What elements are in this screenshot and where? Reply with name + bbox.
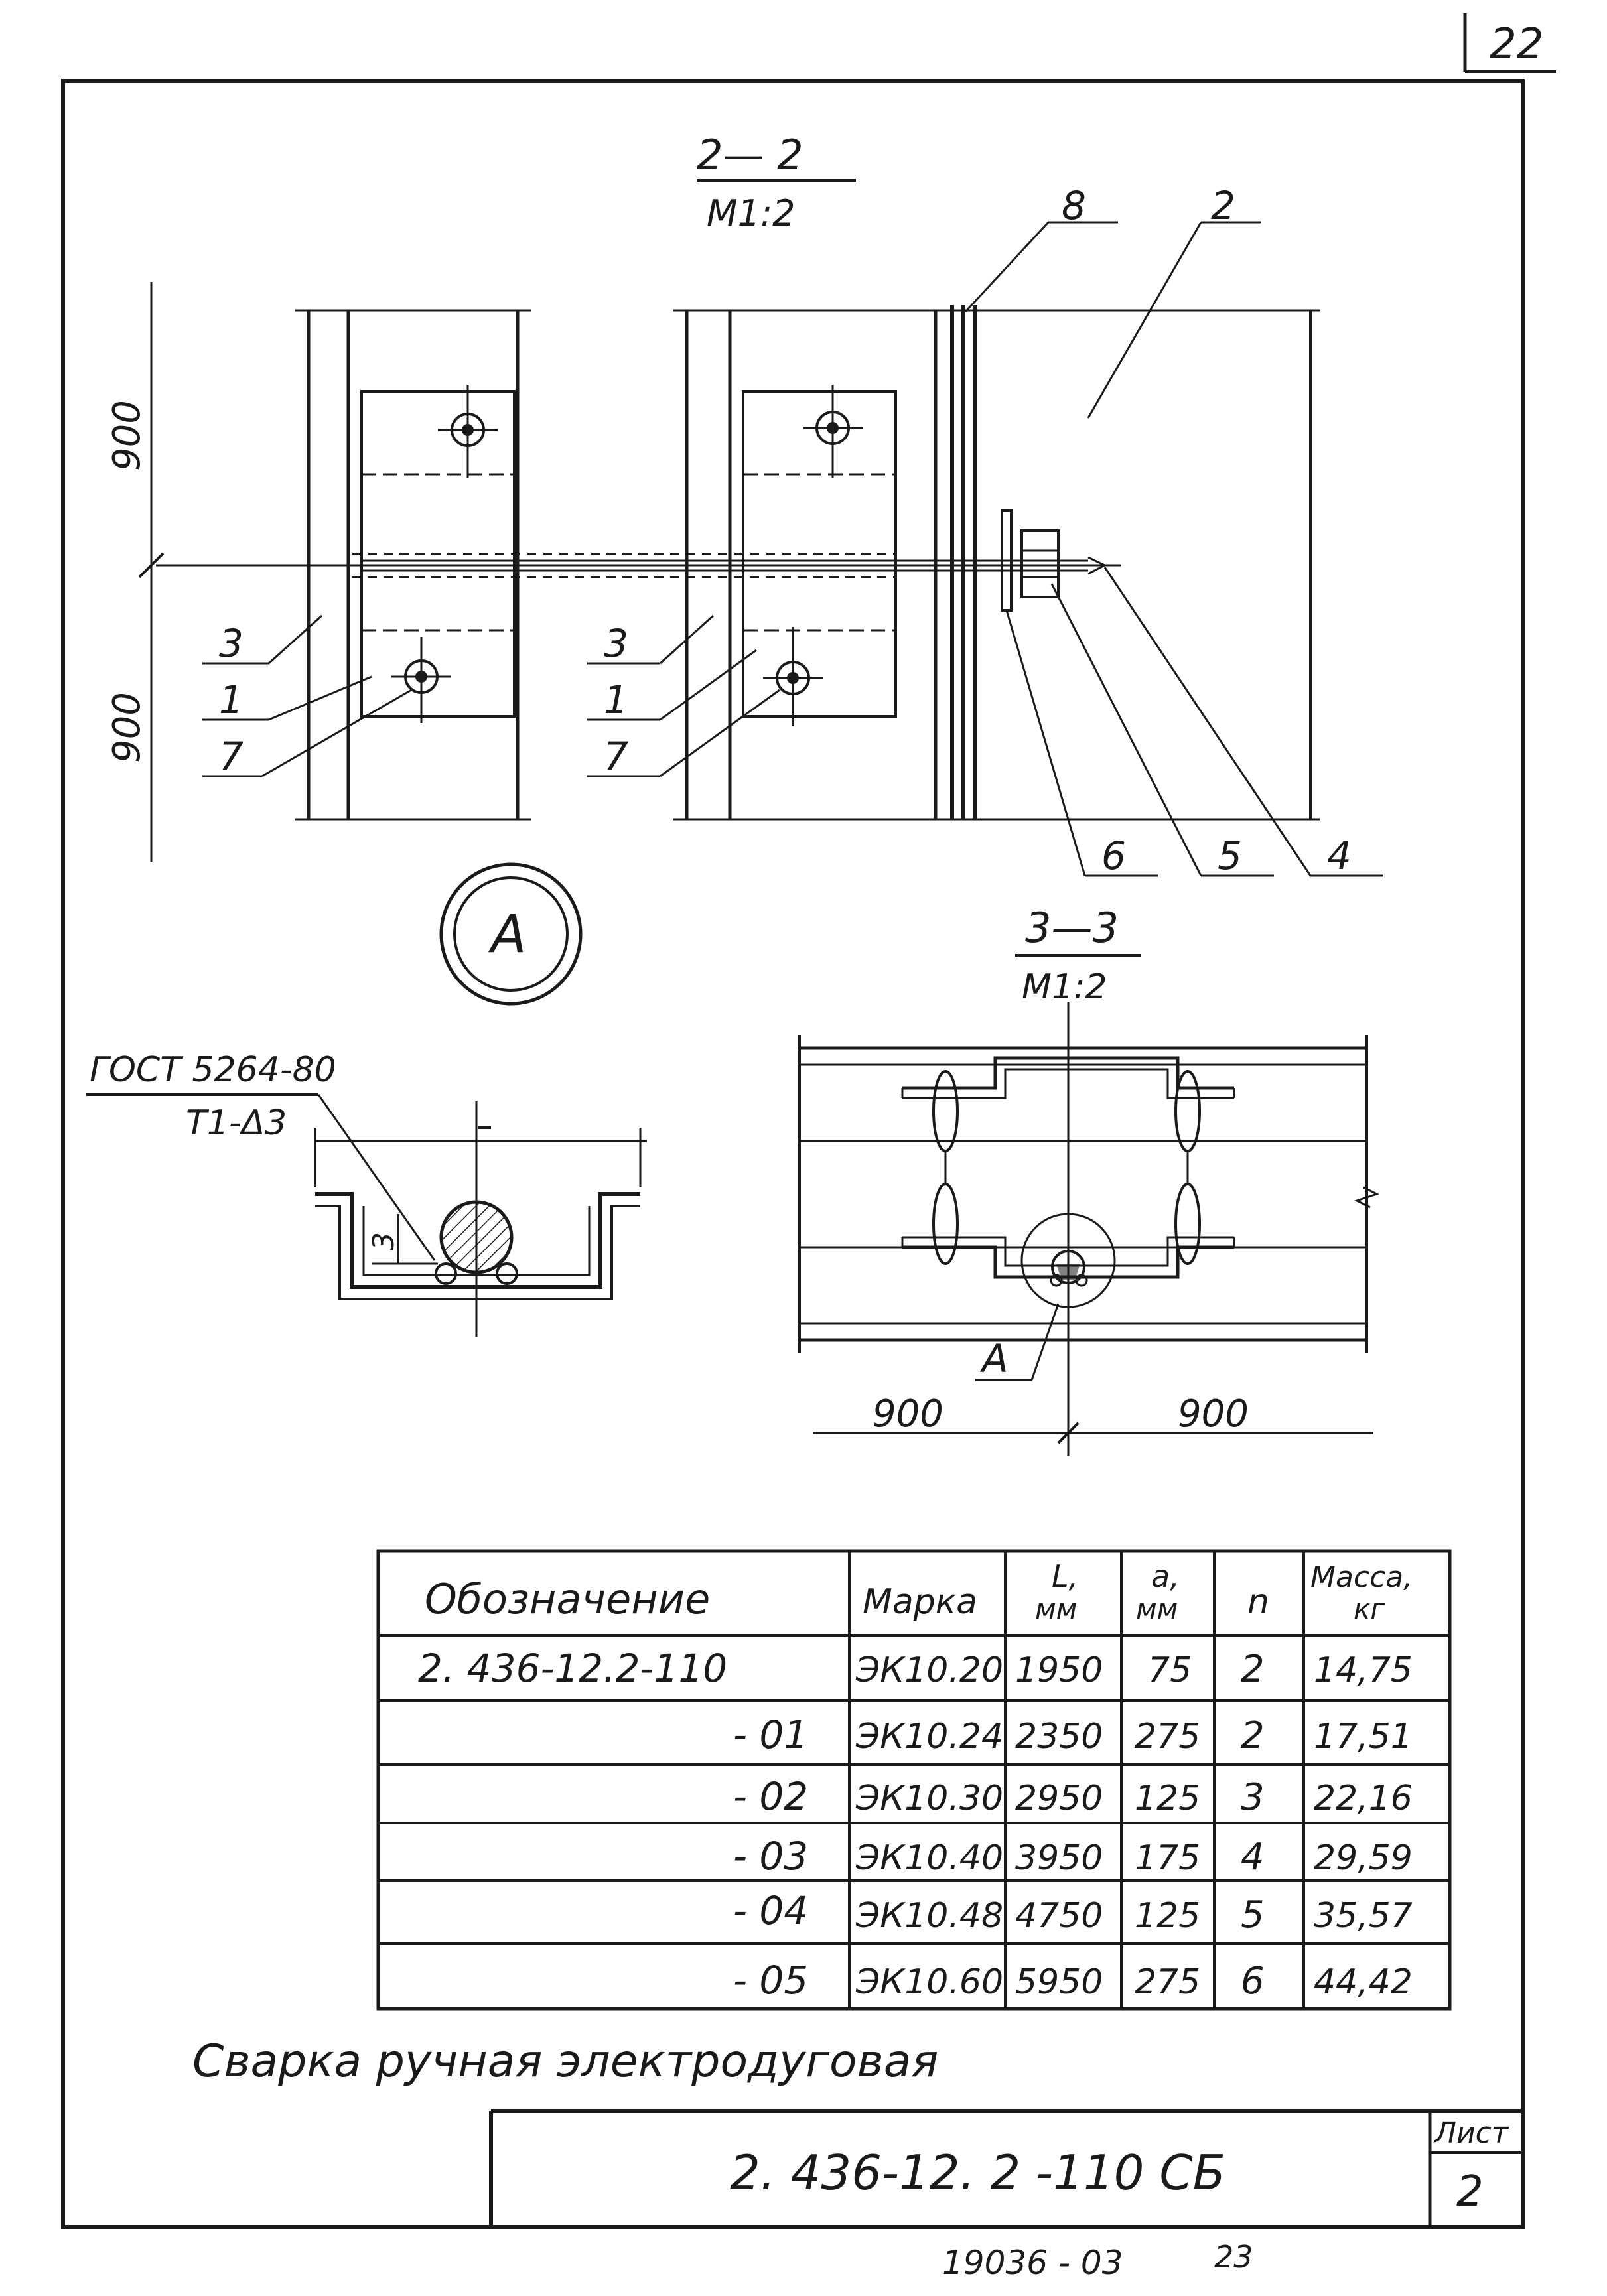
top-sheet-number: 22: [1490, 20, 1543, 69]
table-header-n: n: [1247, 1582, 1269, 1622]
document-code: 2. 436-12. 2 -110 СБ: [730, 2145, 1225, 2200]
dim-900-right: 900: [1178, 1392, 1249, 1436]
table-row-l: 1950: [1015, 1651, 1103, 1690]
table-header-designation: Обозначение: [425, 1575, 710, 1623]
welding-note: Сварка ручная электродуговая: [192, 2035, 938, 2088]
table-row-n: 6: [1241, 1960, 1265, 2003]
pos-1-left: 1: [219, 677, 244, 722]
pos-7-right: 7: [604, 734, 628, 779]
section-3-title: 3—3: [1025, 904, 1119, 952]
pos-7-left: 7: [219, 734, 244, 779]
table-header-mark: Марка: [863, 1582, 977, 1622]
table-row-l: 3950: [1015, 1838, 1103, 1878]
table-row-mass: 35,57: [1314, 1896, 1413, 1936]
table-row-designation: - 03: [733, 1834, 808, 1879]
section-3-scale: М1:2: [1022, 967, 1107, 1007]
table-row-mass: 44,42: [1314, 1962, 1413, 2002]
pos-6: 6: [1101, 833, 1126, 878]
table-row-a: 75: [1148, 1651, 1192, 1690]
table-row-mark: ЭК10.20: [855, 1651, 1003, 1690]
table-header-l: L,: [1052, 1558, 1078, 1594]
table-row-mark: ЭК10.24: [855, 1717, 1003, 1757]
dim-900-left: 900: [873, 1392, 943, 1436]
table-row-designation: - 01: [733, 1712, 808, 1757]
sheet-number: 2: [1456, 2167, 1484, 2216]
detail-a-label: А: [488, 905, 526, 965]
weld-gost-label: ГОСТ 5264-80: [90, 1050, 336, 1090]
pos-2: 2: [1211, 183, 1235, 228]
title-block: 2. 436-12. 2 -110 СБ Лист 2: [489, 2109, 1523, 2227]
dim-900-bottom: 900: [105, 692, 149, 763]
table-row-mark: ЭК10.48: [855, 1896, 1003, 1936]
table-row-a: 275: [1135, 1962, 1200, 2002]
section-2-scale: М1:2: [707, 192, 796, 234]
detail-a-marker: А: [439, 862, 583, 1006]
pos-3-right: 3: [604, 621, 628, 666]
sheet-label: Лист: [1433, 2116, 1509, 2150]
table-row-mark: ЭК10.40: [855, 1838, 1003, 1878]
table-header-mass: Масса,: [1310, 1560, 1413, 1594]
table-row-n: 2: [1241, 1648, 1265, 1691]
table-row-mass: 22,16: [1314, 1779, 1413, 1818]
pos-3-left: 3: [219, 621, 244, 666]
table-header-mass-unit: кг: [1354, 1593, 1385, 1625]
table-row-a: 125: [1135, 1779, 1200, 1818]
pos-8: 8: [1062, 183, 1086, 228]
section-2-2-view: 2— 2 М1:2: [105, 131, 1383, 878]
table-row-mark: ЭК10.30: [855, 1779, 1003, 1818]
section-3-detail-a-label: А: [979, 1336, 1009, 1381]
table-header-a-unit: мм: [1136, 1593, 1178, 1625]
pos-4: 4: [1327, 833, 1352, 878]
table-row-mass: 29,59: [1314, 1838, 1413, 1878]
archive-number: 19036 - 03: [942, 2244, 1123, 2282]
table-row-l: 4750: [1015, 1896, 1103, 1936]
table-row-l: 2950: [1015, 1779, 1103, 1818]
table-row-a: 175: [1135, 1838, 1200, 1878]
weld-leg-label: 3: [367, 1232, 401, 1250]
table-row-l: 5950: [1015, 1962, 1103, 2002]
table-row-n: 2: [1241, 1714, 1265, 1757]
table-row-mark: ЭК10.60: [855, 1962, 1003, 2002]
table-row-designation: - 02: [733, 1774, 808, 1819]
section-2-title: 2— 2: [697, 131, 804, 179]
table-row-l: 2350: [1015, 1717, 1103, 1757]
pos-1-right: 1: [604, 677, 628, 722]
table-row-n: 3: [1241, 1776, 1265, 1819]
table-row-mass: 14,75: [1314, 1651, 1413, 1690]
dim-900-top: 900: [105, 400, 149, 471]
table-header-a: а,: [1151, 1558, 1180, 1594]
weld-detail-a: ГОСТ 5264-80 Т1-Δ3 3: [86, 1050, 647, 1337]
table-row-designation: - 04: [733, 1888, 808, 1933]
table-row-mass: 17,51: [1314, 1717, 1413, 1757]
table-row-n: 4: [1241, 1836, 1265, 1879]
table-row-n: 5: [1241, 1893, 1265, 1936]
spec-table: Обозначение Марка L, мм а, мм n Масса, к…: [376, 1549, 1452, 2011]
page-number: 23: [1214, 2239, 1253, 2275]
table-row-designation: 2. 436-12.2-110: [418, 1646, 727, 1691]
weld-type-label: Т1-Δ3: [186, 1103, 287, 1143]
table-row-a: 125: [1135, 1896, 1200, 1936]
table-row-designation: - 05: [733, 1958, 808, 2003]
table-row-a: 275: [1135, 1717, 1200, 1757]
pos-5: 5: [1218, 833, 1242, 878]
main-frame: [61, 79, 1525, 2229]
table-header-l-unit: мм: [1035, 1593, 1077, 1625]
section-3-3-view: 3—3 М1:2 А 9: [798, 904, 1379, 1456]
